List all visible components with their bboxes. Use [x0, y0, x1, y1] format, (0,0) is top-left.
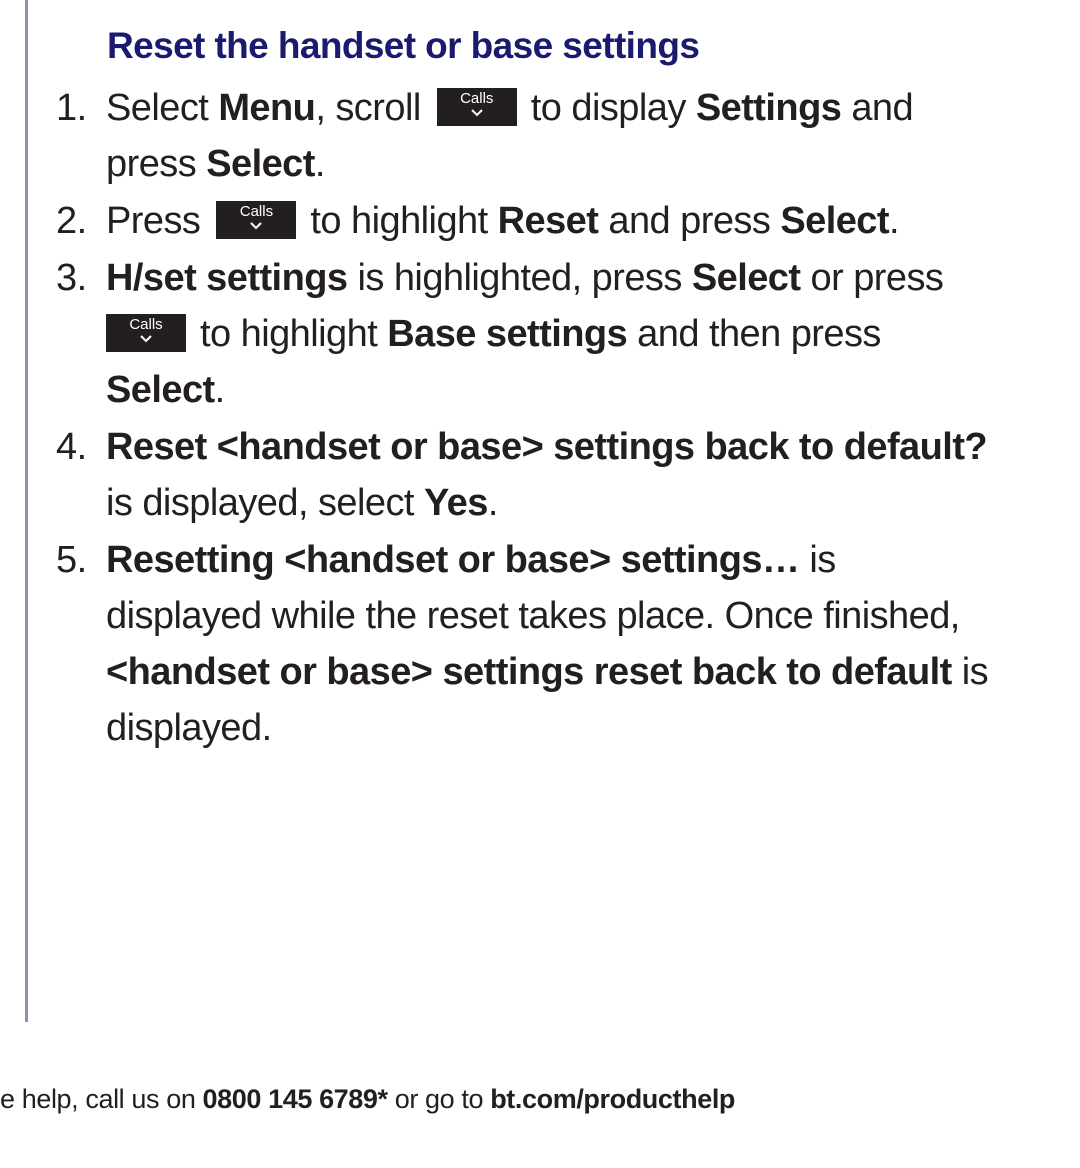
bold-term: Resetting <handset or base> settings…	[106, 539, 800, 581]
step-text: to highlight	[190, 313, 388, 355]
bold-term: Select	[691, 257, 801, 299]
margin-rule	[25, 0, 28, 1022]
step-text: Select	[106, 87, 219, 129]
footer-middle: or go to	[387, 1084, 491, 1114]
step-text: Press	[106, 200, 211, 242]
step-line: displayed while the reset takes place. O…	[106, 588, 1080, 644]
bold-term: Settings	[695, 87, 842, 129]
step-line: is displayed, select Yes.	[106, 475, 1080, 531]
step-text: is	[799, 539, 836, 581]
step-number: 5.	[56, 539, 87, 581]
step-text: is highlighted, press	[347, 257, 692, 299]
bold-term: Reset <handset or base> settings back to…	[106, 426, 988, 468]
calls-down-key-icon: Calls	[436, 87, 517, 126]
step-text: and press	[598, 200, 781, 242]
step-line: press Select.	[106, 136, 1080, 192]
step-text: is displayed, select	[106, 482, 424, 524]
calls-down-key-icon: Calls	[216, 200, 297, 239]
bold-term: Menu	[218, 87, 316, 129]
chevron-down-icon	[250, 222, 263, 230]
bold-term: Select	[780, 200, 889, 242]
step-number: 2.	[56, 200, 87, 242]
step-text: .	[314, 143, 326, 185]
step-text: or press	[800, 257, 944, 299]
footer-link[interactable]: bt.com/producthelp	[490, 1084, 736, 1114]
step-2: 2. Press Calls to highlight Reset and pre…	[0, 193, 1080, 249]
step-1: 1. Select Menu, scroll Calls to display S…	[0, 80, 1080, 192]
step-3: 3. H/set settings is highlighted, press S…	[0, 250, 1080, 418]
calls-key-label: Calls	[129, 315, 163, 333]
calls-key-label: Calls	[460, 89, 494, 107]
step-text: and	[841, 87, 914, 129]
step-line: Press Calls to highlight Reset and press…	[106, 193, 1080, 249]
bold-term: H/set settings	[106, 257, 348, 299]
bold-term: Select	[106, 369, 215, 411]
bold-term: Yes	[423, 482, 488, 524]
step-line: H/set settings is highlighted, press Sel…	[106, 250, 1080, 306]
step-number: 3.	[56, 257, 87, 299]
step-text: displayed.	[106, 707, 272, 749]
step-4: 4. Reset <handset or base> settings back …	[0, 419, 1080, 531]
chevron-down-icon	[471, 109, 483, 117]
footer-prefix: e help, call us on	[0, 1084, 203, 1114]
bold-term: Select	[206, 143, 315, 185]
step-text: .	[214, 369, 226, 411]
bold-term: Reset	[497, 200, 599, 242]
footer-help-line: e help, call us on 0800 145 6789* or go …	[0, 1082, 735, 1116]
step-line: Calls to highlight Base settings and the…	[106, 306, 1080, 362]
footer-phone: 0800 145 6789*	[202, 1084, 388, 1114]
step-line: Resetting <handset or base> settings… is	[106, 532, 1080, 588]
step-text: press	[106, 143, 207, 185]
section-heading: Reset the handset or base settings	[107, 25, 700, 66]
step-line: displayed.	[106, 700, 1080, 756]
step-text: to highlight	[300, 200, 498, 242]
step-line: Select Menu, scroll Calls to display Set…	[106, 80, 1080, 136]
step-line: Select.	[106, 362, 1080, 418]
step-text: is	[951, 651, 989, 693]
step-line: Reset <handset or base> settings back to…	[106, 419, 1080, 475]
steps-list: 1. Select Menu, scroll Calls to display S…	[0, 80, 1080, 757]
step-number: 4.	[56, 426, 87, 468]
step-text: .	[487, 482, 499, 524]
step-text: , scroll	[315, 87, 431, 129]
step-text: .	[889, 200, 900, 242]
calls-down-key-icon: Calls	[106, 313, 186, 352]
step-line: <handset or base> settings reset back to…	[106, 644, 1080, 700]
step-5: 5. Resetting <handset or base> settings… …	[0, 532, 1080, 756]
step-number: 1.	[56, 87, 87, 129]
chevron-down-icon	[140, 335, 152, 343]
calls-key-label: Calls	[239, 202, 274, 220]
step-text: to display	[520, 87, 696, 129]
bold-term: Base settings	[387, 313, 628, 355]
step-text: and then press	[627, 313, 881, 355]
step-text: displayed while the reset takes place. O…	[106, 595, 960, 637]
bold-term: <handset or base> settings reset back to…	[106, 651, 952, 693]
